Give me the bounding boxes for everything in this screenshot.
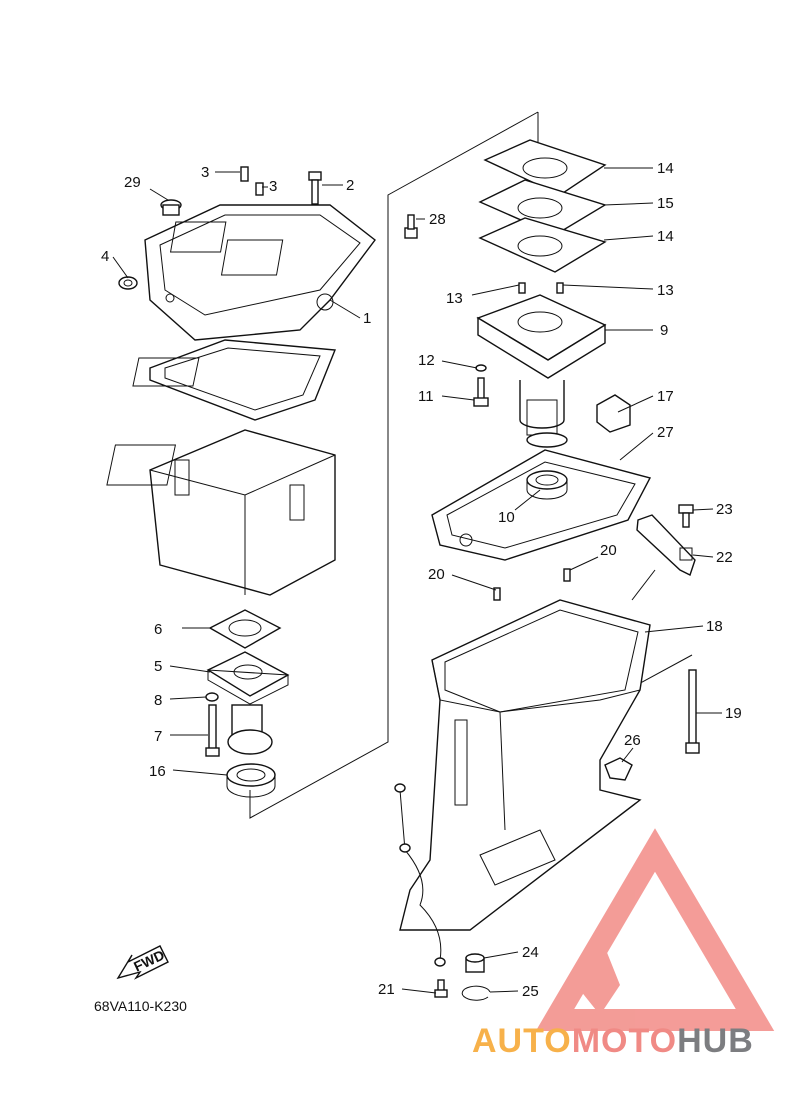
watermark-auto: AUTO [472, 1022, 572, 1060]
part-3-pins [240, 166, 264, 196]
part-29-plug [160, 199, 182, 216]
part-8-washer [205, 692, 219, 702]
part-22-clip [461, 985, 491, 1001]
callout-17: 17 [657, 388, 674, 405]
callout-21: 24 [522, 944, 539, 961]
part-7-bolt [205, 704, 220, 757]
part-4-washer [118, 276, 138, 290]
callout-29: 29 [124, 174, 141, 191]
part-9-manifold [476, 294, 607, 448]
watermark-moto: MOTO [571, 1022, 678, 1060]
callout-8: 8 [154, 692, 162, 709]
part-12-washer [475, 364, 487, 372]
callout-27: 21 [378, 981, 395, 998]
watermark-hub: HUB [677, 1022, 754, 1060]
callout-3-left: 3 [201, 164, 209, 181]
part-26-gasket [431, 449, 652, 561]
part-6-gasket [208, 609, 282, 649]
part-10-seal [526, 470, 568, 500]
callout-7: 7 [154, 728, 162, 745]
part-17-damper [596, 394, 631, 433]
callout-28: 28 [429, 211, 446, 228]
callout-9: 9 [660, 322, 668, 339]
callout-13-right: 13 [657, 282, 674, 299]
part-13-pins [518, 282, 564, 294]
part-19-bolt [685, 669, 700, 754]
callout-15: 15 [657, 195, 674, 212]
part-16-seal [226, 763, 276, 798]
exhaust-guide [227, 704, 273, 755]
part-11-bolt [473, 377, 489, 407]
callout-22: 25 [522, 983, 539, 1000]
part-27-bolt [434, 979, 448, 998]
callout-20-left: 20 [428, 566, 445, 583]
callout-24: 23 [716, 501, 733, 518]
part-18-upper-casing [399, 599, 651, 931]
part-20-pins [493, 568, 571, 601]
part-21-grommet [465, 953, 485, 973]
leader-lines [112, 167, 722, 994]
diagram-code: 68VA110-K230 [94, 998, 187, 1014]
callout-6: 6 [154, 621, 162, 638]
callout-23: 22 [716, 549, 733, 566]
callout-20-right: 20 [600, 542, 617, 559]
callout-26: 27 [657, 424, 674, 441]
callout-4: 4 [101, 248, 109, 265]
part-28-bolt [404, 214, 418, 239]
callout-2: 2 [346, 177, 354, 194]
part-25-plug [604, 757, 633, 781]
callout-19: 19 [725, 705, 742, 722]
callout-18: 18 [706, 618, 723, 635]
part-14-gasket-lower [478, 217, 607, 273]
gasket-upper [132, 339, 336, 421]
callout-25: 26 [624, 732, 641, 749]
callout-14-bottom: 14 [657, 228, 674, 245]
group-bracket-left [249, 111, 539, 819]
fwd-arrow-icon: FWD [116, 945, 169, 980]
callout-11: 11 [418, 388, 434, 405]
part-5-plate [206, 651, 290, 705]
callout-13-left: 13 [446, 290, 463, 307]
part-24-bolt [678, 504, 694, 528]
callout-5: 5 [154, 658, 162, 675]
callout-labels: 29 3 3 2 28 4 1 6 5 8 7 16 14 15 14 13 1… [101, 160, 742, 1000]
part-2-bolt [308, 171, 322, 205]
callout-3-right: 3 [269, 178, 277, 195]
watermark-text: AUTOMOTOHUB [472, 1022, 754, 1061]
part-23-bracket [636, 514, 696, 576]
callout-1: 1 [363, 310, 371, 327]
oil-pan [106, 429, 336, 596]
callout-14-top: 14 [657, 160, 674, 177]
callout-16: 16 [149, 763, 166, 780]
callout-10: 10 [498, 509, 515, 526]
ground-wire [394, 783, 446, 967]
watermark-logo [535, 828, 775, 1031]
part-1-cover [144, 204, 376, 341]
callout-12: 12 [418, 352, 435, 369]
